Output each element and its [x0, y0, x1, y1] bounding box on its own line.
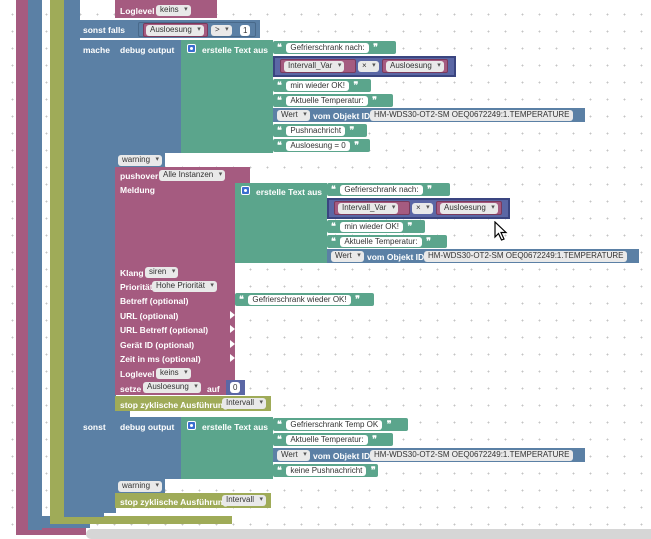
setze-value[interactable]: 0	[230, 382, 241, 393]
cyclic-loop-block-bottom[interactable]	[50, 516, 232, 524]
if-block[interactable]	[64, 0, 80, 516]
multiply-left-variable[interactable]: Intervall_Var	[280, 59, 356, 73]
pushover-block-top-right[interactable]	[235, 167, 250, 183]
if-mache-slot[interactable]	[80, 40, 116, 415]
object-id-value[interactable]: HM-WDS30-OT2-SM OEQ0672249:1.TEMPERATURE	[424, 251, 628, 262]
text-join-label: erstelle Text aus	[256, 187, 322, 197]
object-value-dropdown[interactable]: Wert	[277, 110, 310, 121]
debug-output-label: debug output	[120, 422, 175, 432]
gear-icon[interactable]	[187, 421, 196, 430]
text-item[interactable]: ❝ keine Pushnachricht ❞	[273, 464, 378, 477]
pushover-loglevel-dropdown[interactable]: keins	[156, 368, 191, 379]
multiply-right-dropdown[interactable]: Ausloesung	[440, 203, 498, 214]
cyclic-loop-block[interactable]	[50, 0, 64, 524]
text-item[interactable]: ❝ Pushnachricht ❞	[273, 124, 367, 137]
loglevel-dropdown[interactable]: keins	[156, 5, 191, 16]
object-id-label: vom Objekt ID	[367, 252, 425, 262]
horizontal-scrollbar[interactable]	[86, 529, 651, 539]
setze-auf-label: auf	[207, 384, 220, 394]
text-join-block[interactable]	[181, 40, 273, 153]
gear-icon[interactable]	[241, 186, 250, 195]
text-item[interactable]: ❝ Aktuelle Temperatur: ❞	[273, 433, 393, 446]
object-value-dropdown[interactable]: Wert	[331, 251, 364, 262]
text-item[interactable]: ❝ Gefrierschrank Temp OK ❞	[273, 418, 408, 431]
debug-warning-row[interactable]: warning	[115, 153, 165, 167]
multiply-right-variable[interactable]: Ausloesung	[436, 201, 502, 215]
debug-output-label: debug output	[120, 45, 175, 55]
debug-warning-dropdown[interactable]: warning	[118, 155, 163, 166]
prioritaet-dropdown[interactable]: Hohe Priorität	[152, 281, 217, 292]
object-id-label: vom Objekt ID	[313, 451, 371, 461]
url-betreff-label: URL Betreff (optional)	[120, 325, 209, 335]
text-item[interactable]: ❝ Aktuelle Temperatur: ❞	[273, 94, 393, 107]
stop-cyclic-dropdown[interactable]: Intervall	[222, 398, 267, 409]
if-sonst-slot[interactable]	[80, 415, 116, 513]
text-join-block[interactable]	[235, 183, 327, 263]
geraet-label: Gerät ID (optional)	[120, 340, 195, 350]
object-id-label: vom Objekt ID	[313, 111, 371, 121]
debug-output-block[interactable]	[115, 417, 181, 479]
if-block-divider[interactable]	[80, 411, 130, 417]
compare-variable-block[interactable]: Ausloesung	[143, 23, 208, 37]
betreff-text-item[interactable]: ❝ Gefrierschrank wieder OK! ❞	[235, 293, 374, 306]
prioritaet-label: Priorität	[120, 282, 153, 292]
compare-operator-dropdown[interactable]: >	[211, 25, 232, 36]
multiply-operator-dropdown[interactable]: ×	[412, 203, 433, 214]
url-betreff-input-notch[interactable]	[230, 325, 235, 333]
debug-warning-row[interactable]: warning	[115, 479, 165, 493]
url-input-notch[interactable]	[230, 311, 235, 319]
text-item[interactable]: ❝ Gefrierschrank nach: ❞	[273, 41, 396, 54]
multiply-right-dropdown[interactable]: Ausloesung	[386, 61, 444, 72]
debug-warning-dropdown[interactable]: warning	[118, 481, 163, 492]
text-item[interactable]: ❝ min wieder OK! ❞	[273, 79, 371, 92]
text-item[interactable]: ❝ Gefrierschrank nach: ❞	[327, 183, 450, 196]
multiply-operator-dropdown[interactable]: ×	[358, 61, 379, 72]
mouse-cursor-icon	[494, 221, 508, 241]
meldung-label: Meldung	[120, 185, 155, 195]
compare-value[interactable]: 1	[240, 25, 251, 36]
text-item[interactable]: ❝ Aktuelle Temperatur: ❞	[327, 235, 447, 248]
debug-output-block[interactable]	[115, 40, 181, 153]
klang-dropdown[interactable]: siren	[145, 267, 179, 278]
sonst-falls-label: sonst falls	[83, 25, 126, 35]
multiply-left-variable[interactable]: Intervall_Var	[334, 201, 410, 215]
setze-label: setze	[120, 384, 142, 394]
text-item[interactable]: ❝ Ausloesung = 0 ❞	[273, 139, 370, 152]
zeit-label: Zeit in ms (optional)	[120, 354, 201, 364]
text-join-label: erstelle Text aus	[202, 422, 268, 432]
object-value-dropdown[interactable]: Wert	[277, 450, 310, 461]
geraet-input-notch[interactable]	[230, 340, 235, 348]
pushover-label: pushover	[120, 171, 159, 181]
object-id-value[interactable]: HM-WDS30-OT2-SM OEQ0672249:1.TEMPERATURE	[370, 450, 574, 461]
compare-variable-dropdown[interactable]: Ausloesung	[146, 25, 204, 36]
multiply-left-dropdown[interactable]: Intervall_Var	[284, 61, 345, 72]
outer-event-block[interactable]	[16, 0, 28, 535]
multiply-left-dropdown[interactable]: Intervall_Var	[338, 203, 399, 214]
pushover-instance-dropdown[interactable]: Alle Instanzen	[159, 170, 226, 181]
stop-cyclic-dropdown[interactable]: Intervall	[222, 495, 267, 506]
klang-label: Klang	[120, 268, 144, 278]
zeit-input-notch[interactable]	[230, 354, 235, 362]
betreff-label: Betreff (optional)	[120, 296, 189, 306]
gear-icon[interactable]	[187, 44, 196, 53]
loglevel-label: Loglevel	[120, 6, 155, 16]
stop-cyclic-label: stop zyklische Ausführung	[120, 497, 229, 507]
stop-cyclic-label: stop zyklische Ausführung	[120, 400, 229, 410]
pushover-loglevel-label: Loglevel	[120, 369, 155, 379]
loglevel-row-top[interactable]: Loglevel keins	[115, 0, 217, 18]
text-item[interactable]: ❝ min wieder OK! ❞	[327, 220, 425, 233]
sonst-label: sonst	[83, 422, 106, 432]
outer-frame-blue[interactable]	[28, 0, 42, 530]
setze-variable-dropdown[interactable]: Ausloesung	[143, 382, 201, 393]
text-join-block[interactable]	[181, 417, 273, 479]
text-join-label: erstelle Text aus	[202, 45, 268, 55]
url-label: URL (optional)	[120, 311, 179, 321]
mache-label: mache	[83, 45, 110, 55]
object-id-value[interactable]: HM-WDS30-OT2-SM OEQ0672249:1.TEMPERATURE	[370, 110, 574, 121]
multiply-right-variable[interactable]: Ausloesung	[382, 59, 448, 73]
